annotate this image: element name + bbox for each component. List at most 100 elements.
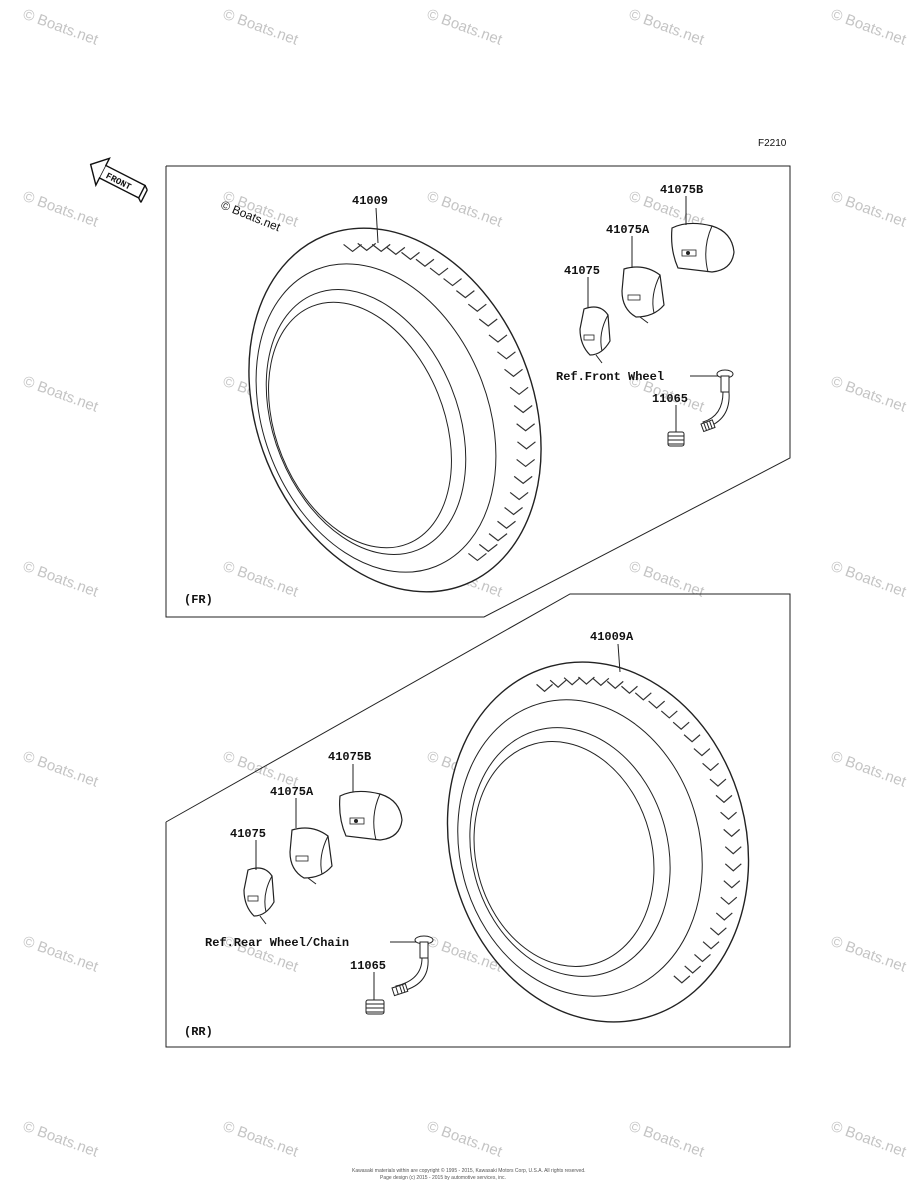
tread-groove [549,679,567,688]
tread-groove [478,318,498,327]
watermark-text: © Boats.net [425,1118,505,1161]
tube-b-icon [671,222,735,273]
front-arrow-icon: FRONT [89,157,148,203]
tread-groove [504,368,523,378]
watermark-text: © Boats.net [425,188,505,231]
tread-groove [724,846,742,855]
watermark-text: © Boats.net [627,6,707,49]
rear-tire-part-number: 41009A [590,630,634,644]
watermark-text: © Boats.net [425,6,505,49]
valve-cap-icon [365,999,385,1015]
tread-groove [504,507,523,516]
tread-groove [621,685,638,695]
tread-groove [709,927,727,936]
tread-groove [672,721,690,730]
tread-groove [723,828,741,838]
tread-groove [516,458,536,468]
front-tread-pattern [343,242,536,562]
tread-groove [715,794,733,804]
tread-groove [634,692,652,701]
tread-groove [371,243,391,253]
tread-groove [702,941,720,950]
tread-groove [415,258,435,268]
watermark-text: © Boats.net [21,558,101,601]
tread-groove [429,267,449,276]
tread-groove [720,896,738,905]
tread-groove [673,975,691,984]
watermark-text: © Boats.net [829,933,909,976]
tread-groove [648,700,666,709]
diagram-code: F2210 [758,138,787,149]
valve-cap-icon [667,431,685,447]
rear-tire [446,661,750,1023]
tread-groove [467,303,487,312]
watermark-text: © Boats.net [21,1118,101,1161]
tread-groove [509,491,529,501]
front-valve-part-number: 11065 [652,392,688,406]
tread-groove [497,520,516,530]
front-panel: © Boats.net 41009 41075B 41075A [165,165,791,618]
watermark-text: © Boats.net [829,558,909,601]
tread-groove [386,246,406,256]
rear-panel-border [165,593,791,1048]
watermark-text: © Boats.net [627,1118,707,1161]
tread-groove [343,243,362,253]
rear-panel: 41009A 41075B 41075A 41075 [165,593,791,1048]
rear-tube-b-part-number: 41075B [328,750,371,764]
tread-groove [606,680,624,690]
footer-copyright: Kawasaki materials within are copyright … [352,1167,586,1174]
front-tire [248,227,542,593]
tread-groove [497,351,516,360]
footer-page-design: Page design (c) 2015 - 2015 by automotiv… [380,1175,506,1181]
tread-groove [693,748,711,757]
tread-groove [709,778,727,787]
rear-tread-pattern [536,676,742,984]
front-panel-border [165,165,791,618]
tread-groove [443,278,462,287]
tube-icon [579,306,611,364]
watermark-text: © Boats.net [221,558,301,601]
front-ref-label: Ref.Front Wheel [556,370,664,384]
watermark-text: © Boats.net [21,6,101,49]
tread-groove [509,386,529,396]
watermark-text: © Boats.net [829,1118,909,1161]
rear-valve-part-number: 11065 [350,959,386,973]
rear-ref-label: Ref.Rear Wheel/Chain [205,936,349,950]
tread-groove [516,423,535,432]
tread-groove [702,762,719,772]
leader-line [375,207,379,244]
tube-a-icon [289,827,333,885]
rear-tube-a-part-number: 41075A [270,785,314,799]
tread-groove [488,334,508,343]
tread-groove [563,677,581,686]
tread-groove [456,290,475,299]
tread-groove [517,441,536,450]
tread-groove [578,676,595,685]
front-tube-part-number: 41075 [564,264,600,278]
tread-groove [513,405,533,414]
watermark-text: © Boats.net [829,188,909,231]
tread-groove [720,811,737,821]
tread-groove [723,880,741,889]
watermark-text: © Boats.net [221,6,301,49]
tube-icon [243,867,275,925]
tread-groove [536,683,553,693]
leader-line [617,643,621,673]
tread-groove [468,552,487,562]
tread-groove [478,543,498,553]
front-tube-b-part-number: 41075B [660,183,703,197]
valve-icon [700,369,734,433]
tread-groove [513,475,533,485]
watermark-text: © Boats.net [21,373,101,416]
rear-tube-part-number: 41075 [230,827,266,841]
watermark-text: © Boats.net [21,933,101,976]
tread-groove [488,533,508,542]
watermark-text: © Boats.net [21,188,101,231]
tread-groove [660,710,678,719]
front-tire-part-number: 41009 [352,194,388,208]
tread-groove [592,677,610,687]
front-section-label: (FR) [184,593,213,607]
rear-section-label: (RR) [184,1025,213,1039]
tread-groove [683,734,701,743]
